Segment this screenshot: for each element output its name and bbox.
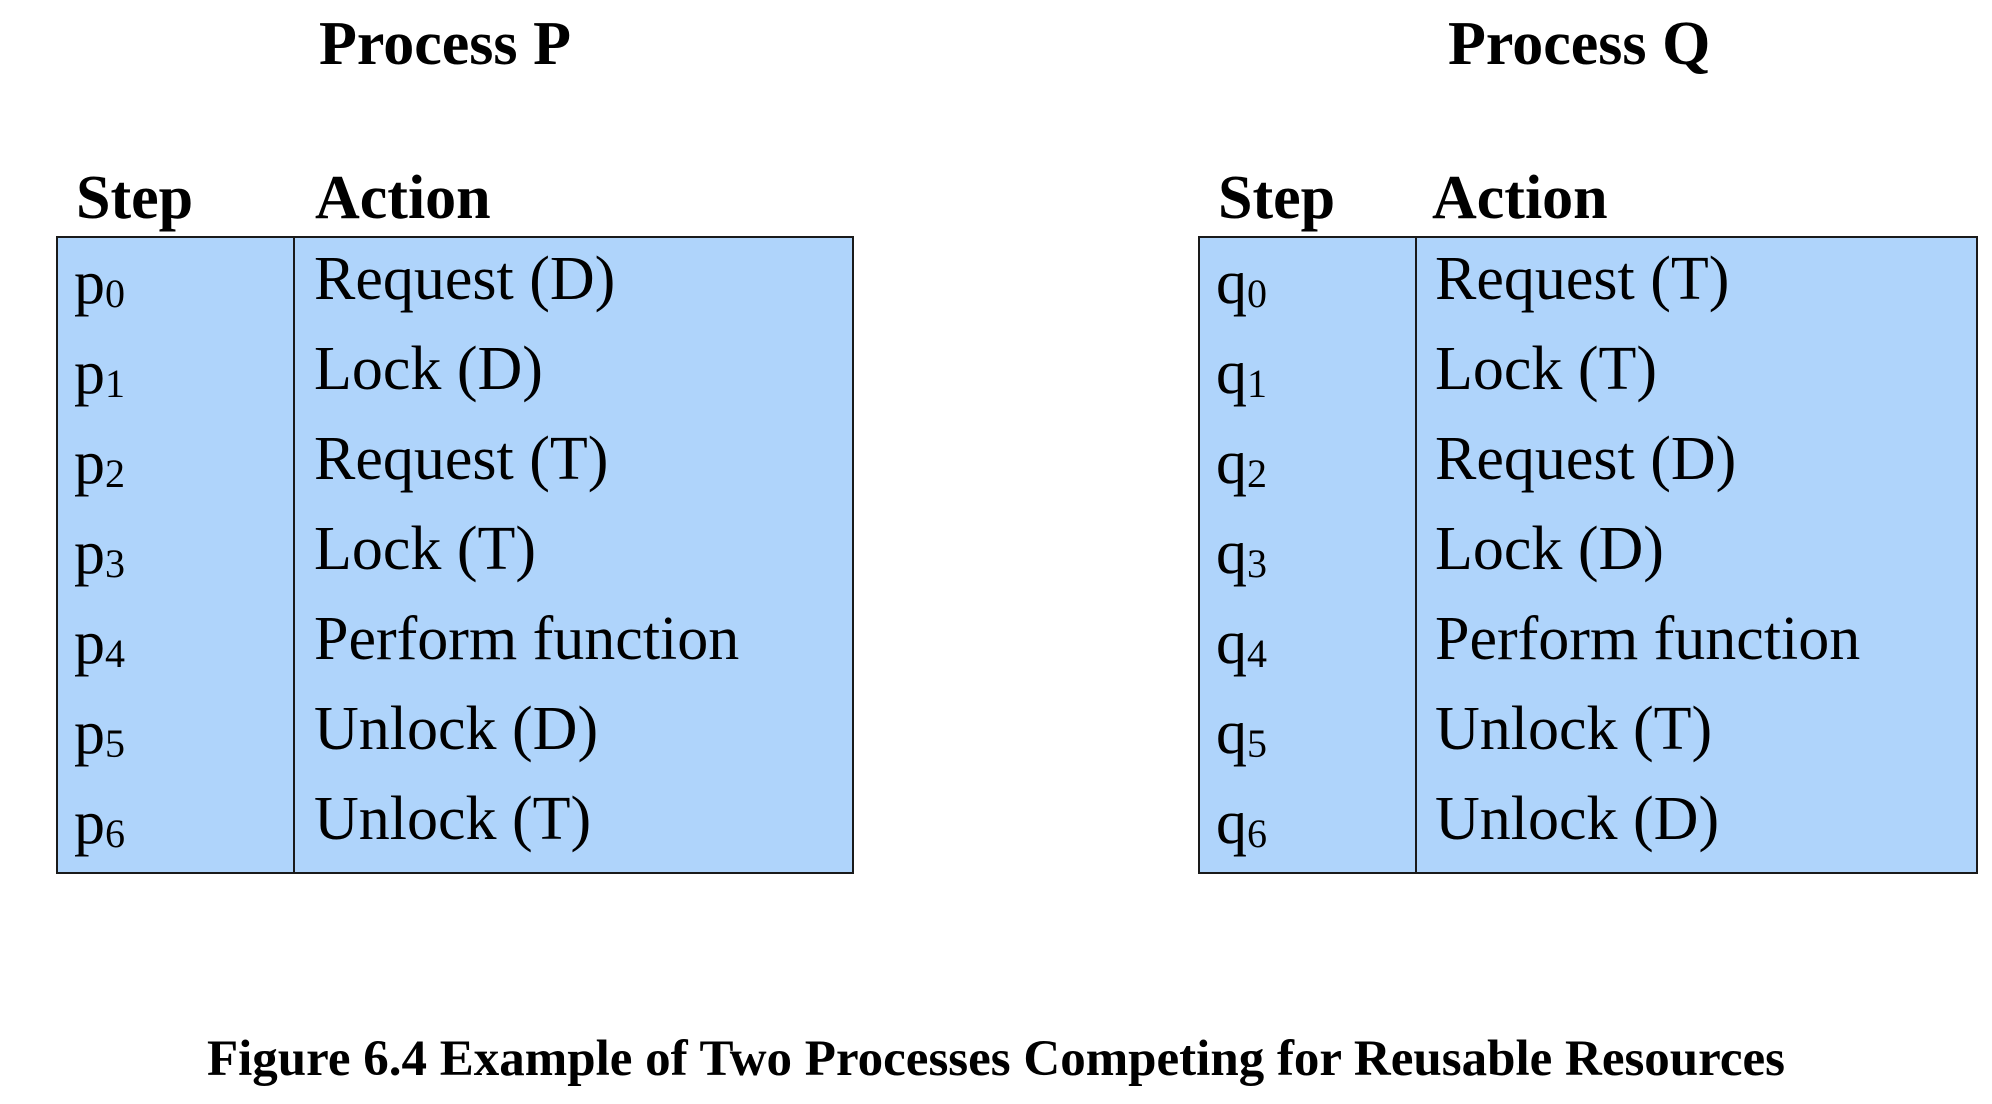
- table-row: p1 Lock (D): [58, 328, 852, 418]
- step-cell: q4: [1216, 609, 1267, 677]
- action-cell: Unlock (D): [314, 695, 599, 763]
- step-cell: q1: [1216, 339, 1267, 407]
- action-cell: Request (D): [1435, 425, 1737, 493]
- table-row: p0 Request (D): [58, 238, 852, 328]
- step-cell: q2: [1216, 429, 1267, 497]
- step-cell: p4: [74, 609, 125, 677]
- step-cell: p2: [74, 429, 125, 497]
- table-row: p4 Perform function: [58, 598, 852, 688]
- action-cell: Unlock (T): [1435, 695, 1713, 763]
- action-cell: Request (T): [1435, 245, 1730, 313]
- table-row: p2 Request (T): [58, 418, 852, 508]
- step-cell: p1: [74, 339, 125, 407]
- step-cell: q5: [1216, 699, 1267, 767]
- action-cell: Lock (T): [1435, 335, 1658, 403]
- action-cell: Lock (D): [314, 335, 543, 403]
- process-q-step-header: Step: [1218, 164, 1336, 232]
- table-row: q5 Unlock (T): [1200, 688, 1976, 778]
- table-row: q1 Lock (T): [1200, 328, 1976, 418]
- process-q-table: q0 Request (T) q1 Lock (T) q2 Request (D…: [1198, 236, 1978, 874]
- table-row: q4 Perform function: [1200, 598, 1976, 688]
- action-cell: Request (D): [314, 245, 616, 313]
- step-cell: q0: [1216, 249, 1267, 317]
- process-q-title: Process Q: [1448, 10, 1711, 78]
- action-cell: Unlock (T): [314, 785, 592, 853]
- process-p-table: p0 Request (D) p1 Lock (D) p2 Request (T…: [56, 236, 854, 874]
- action-cell: Lock (D): [1435, 515, 1664, 583]
- table-row: q3 Lock (D): [1200, 508, 1976, 598]
- action-cell: Perform function: [1435, 605, 1861, 673]
- action-cell: Lock (T): [314, 515, 537, 583]
- table-row: p5 Unlock (D): [58, 688, 852, 778]
- table-row: q2 Request (D): [1200, 418, 1976, 508]
- process-q-column-divider: [1415, 238, 1417, 872]
- process-p-action-header: Action: [315, 164, 491, 232]
- table-row: p6 Unlock (T): [58, 778, 852, 868]
- action-cell: Request (T): [314, 425, 609, 493]
- step-cell: q3: [1216, 519, 1267, 587]
- process-p-title: Process P: [319, 10, 571, 78]
- action-cell: Unlock (D): [1435, 785, 1720, 853]
- table-row: q6 Unlock (D): [1200, 778, 1976, 868]
- step-cell: p3: [74, 519, 125, 587]
- step-cell: q6: [1216, 789, 1267, 857]
- step-cell: p6: [74, 789, 125, 857]
- step-cell: p0: [74, 249, 125, 317]
- process-p-column-divider: [293, 238, 295, 872]
- process-p-step-header: Step: [76, 164, 194, 232]
- figure-caption: Figure 6.4 Example of Two Processes Comp…: [206, 1031, 1786, 1087]
- step-cell: p5: [74, 699, 125, 767]
- table-row: q0 Request (T): [1200, 238, 1976, 328]
- action-cell: Perform function: [314, 605, 740, 673]
- table-row: p3 Lock (T): [58, 508, 852, 598]
- process-q-action-header: Action: [1432, 164, 1608, 232]
